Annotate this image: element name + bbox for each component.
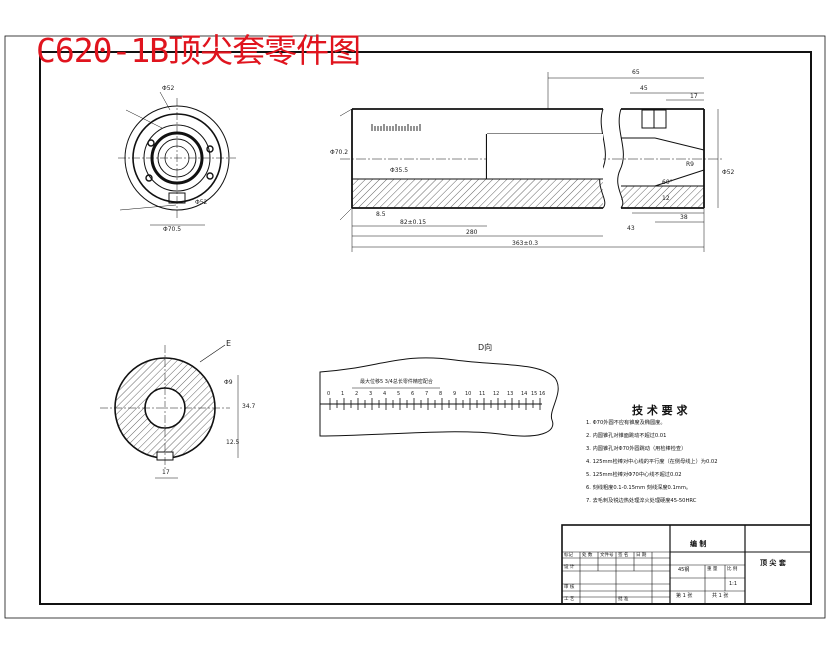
outer-border	[4, 35, 826, 619]
section-e-view	[100, 344, 239, 479]
ruler-number: 10	[465, 391, 472, 397]
ruler-number: 8	[439, 391, 443, 397]
dim-label: Φ70.2	[330, 149, 349, 156]
tb-compiled: 编 制	[690, 540, 707, 548]
dim-label: 60°	[662, 179, 673, 186]
ruler-number: 16	[539, 391, 546, 397]
tb-date: 日 期	[636, 553, 647, 558]
view-d	[319, 357, 559, 437]
section-hatch-right	[621, 186, 704, 208]
end-view-top	[118, 91, 236, 226]
dim-label: 17	[162, 469, 170, 476]
ruler-number: 6	[411, 391, 415, 397]
ruler-number: 9	[453, 391, 457, 397]
dim-label: R9	[686, 161, 694, 168]
tech-req-item: 6. 刻线粗度0.1-0.15mm 刻线深度0.1mm。	[586, 485, 692, 491]
tb-drawn: 设 计	[564, 565, 575, 570]
section-e-label: E	[226, 339, 232, 348]
ruler-number: 3	[369, 391, 373, 397]
ruler-number: 12	[493, 391, 500, 397]
dim-label: 65	[632, 69, 640, 76]
section-cover	[487, 134, 603, 179]
dim-label: 45	[640, 85, 648, 92]
tech-req-item: 2. 内圆锥孔对锥面跳动不超过0.01	[586, 433, 667, 439]
dim-label: Φ52	[162, 85, 175, 92]
tech-req-heading: 技 术 要 求	[632, 404, 688, 417]
tb-material: 45钢	[678, 567, 690, 573]
tb-sheets: 共 1 张	[712, 593, 729, 599]
ruler-number: 11	[479, 391, 486, 397]
dim-label: 34.7	[242, 403, 256, 410]
dim-label: 17	[690, 93, 698, 100]
ruler-number: 0	[327, 391, 331, 397]
drawing-title: C620-1B顶尖套零件图	[36, 31, 361, 70]
ruler-number: 14	[521, 391, 528, 397]
ruler-number: 1	[341, 391, 345, 397]
dim-label: 280	[466, 229, 478, 236]
tb-approved: 批 准	[618, 597, 629, 602]
title-block	[561, 524, 812, 605]
dim-label: 82±0.15	[400, 219, 427, 226]
tech-req-item: 3. 内圆锥孔对Φ70外圆跳动（用检棒检查）	[586, 446, 687, 452]
view-d-note: 最大位移5 3/4总长零件精密配合	[360, 379, 433, 385]
ruler-number: 7	[425, 391, 429, 397]
ruler-number: 5	[397, 391, 401, 397]
ruler-number: 4	[383, 391, 387, 397]
tech-req-item: 1. Φ70外圆不应有锥度及椭圆度。	[586, 420, 666, 426]
tech-req-item: 5. 125mm检棒对Φ70中心线不超过0.02	[586, 472, 682, 478]
tb-sign: 签 名	[618, 553, 629, 558]
dim-label: 363±0.3	[512, 240, 539, 247]
dim-label: 12	[662, 195, 670, 202]
tb-checked: 审 核	[564, 585, 575, 590]
tb-mark: 标记	[564, 553, 573, 558]
dim-label: Φ70.5	[163, 226, 182, 233]
tb-part-name: 顶 尖 套	[760, 559, 786, 567]
ruler-number: 15	[531, 391, 538, 397]
tb-weight: 重 量	[707, 567, 718, 572]
tb-doc: 文件号	[600, 553, 614, 558]
ruler-number: 13	[507, 391, 514, 397]
dim-label: Φ35.5	[390, 167, 409, 174]
dim-label: Φ52	[195, 199, 208, 206]
inner-frame	[39, 51, 812, 605]
dim-label: Φ9	[224, 379, 233, 386]
tb-ratio: 比 例	[727, 567, 738, 572]
dim-label: 12.5	[226, 439, 240, 446]
tech-req-item: 7. 去毛刺及锐边热处理淬火处理硬度45-50HRC	[586, 498, 697, 504]
tb-scale: 1:1	[729, 581, 738, 587]
tb-qty: 处 数	[582, 553, 593, 558]
dim-label: 38	[680, 214, 688, 221]
tb-process: 工 艺	[564, 597, 575, 602]
dim-label: 8.5	[376, 211, 386, 218]
ruler-number: 2	[355, 391, 359, 397]
tech-req-item: 4. 125mm检棒对中心线的平行度（在侧母线上）为0.02	[586, 459, 718, 465]
dim-label: Φ52	[722, 169, 735, 176]
view-d-label: D向	[478, 343, 493, 352]
dim-label: 43	[627, 225, 635, 232]
tb-sheet-no: 第 1 张	[676, 593, 693, 599]
